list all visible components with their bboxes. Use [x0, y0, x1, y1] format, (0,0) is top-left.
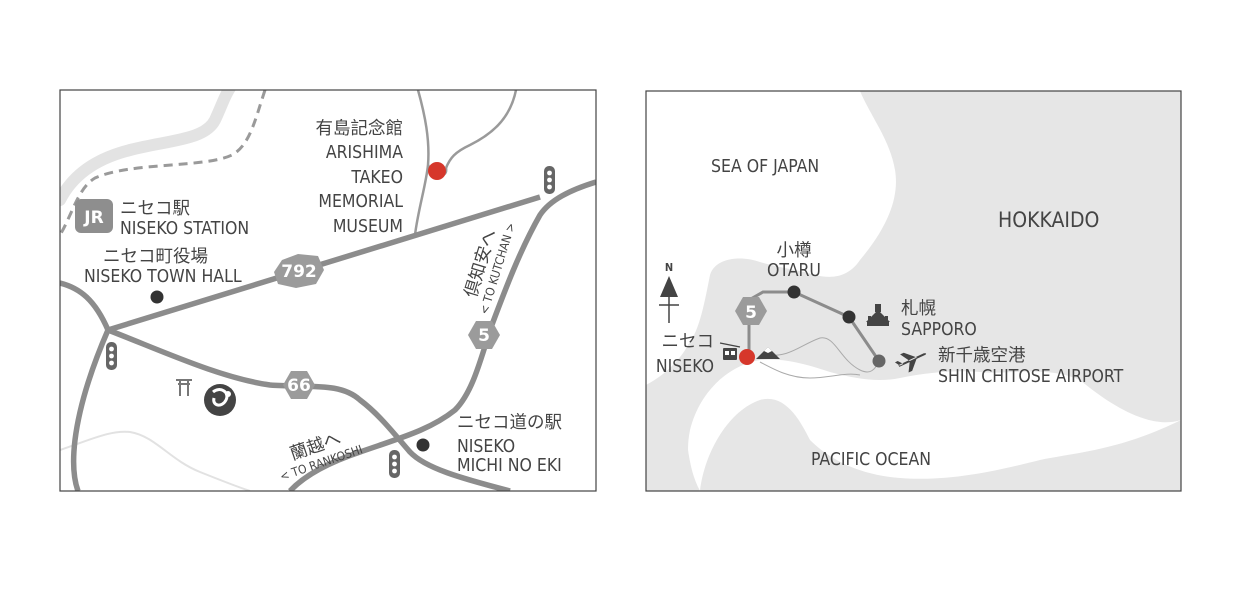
main-road: [60, 280, 111, 491]
svg-text:5: 5: [478, 326, 490, 346]
arishima-en-line: MEMORIAL: [318, 192, 403, 212]
airport-en-label: SHIN CHITOSE AIRPORT: [938, 367, 1124, 387]
regional-map-frame: [645, 90, 1182, 492]
mountain-icon: [756, 347, 780, 359]
sapporo-en-label: SAPPORO: [901, 320, 977, 340]
michinoeki-en-line: MICHI NO EKI: [457, 456, 562, 476]
airport-dot[interactable]: [872, 354, 886, 368]
minor-road: [444, 90, 518, 169]
rail-line: [60, 90, 267, 236]
ropeway-icon: [719, 342, 741, 360]
sea-of-japan-label: SEA OF JAPAN: [711, 157, 819, 177]
arishima-ja-label: 有島記念館: [316, 118, 404, 139]
station-en-label: NISEKO STATION: [120, 219, 249, 239]
shrine-gate-icon: [176, 379, 192, 396]
route-shield-5: 5: [468, 321, 500, 349]
station-ja-label: ニセコ駅: [120, 199, 190, 219]
museum-location-icon[interactable]: [428, 162, 446, 180]
pacific-ocean-label: PACIFIC OCEAN: [811, 450, 931, 470]
temple-swirl-icon: [204, 384, 236, 416]
regional-map[interactable]: N 5: [646, 91, 1181, 491]
sea-bay: [646, 385, 700, 491]
minor-road: [60, 430, 251, 491]
townhall-ja-label: ニセコ町役場: [103, 247, 208, 267]
arishima-en-line: MUSEUM: [333, 217, 403, 237]
hokkaido-label: HOKKAIDO: [998, 208, 1099, 232]
sapporo-dot[interactable]: [842, 310, 856, 324]
jr-logo-icon: JR: [75, 199, 113, 233]
sapporo-ja-label: 札幌: [901, 299, 936, 319]
svg-text:5: 5: [745, 303, 757, 323]
michinoeki-dot: [416, 438, 430, 452]
river: [60, 90, 236, 206]
niseko-ja-label: ニセコ: [662, 332, 715, 352]
arishima-en-line: TAKEO: [350, 168, 403, 188]
traffic-light-icon: [544, 166, 555, 194]
svg-text:66: 66: [287, 376, 311, 396]
svg-text:792: 792: [281, 262, 317, 282]
svg-text:JR: JR: [83, 208, 103, 228]
route-shield-792: 792: [274, 254, 324, 288]
road-5: [287, 179, 596, 491]
arishima-en-line: ARISHIMA: [326, 143, 403, 163]
north-arrow-icon: N: [659, 261, 679, 323]
land-hokkaido: [646, 91, 1181, 491]
local-map-frame: [59, 89, 597, 492]
airplane-icon: [894, 352, 927, 373]
clock-tower-icon: [866, 304, 890, 326]
michinoeki-en-line: NISEKO: [457, 437, 515, 457]
traffic-light-icon: [389, 450, 400, 478]
niseko-location-icon[interactable]: [739, 349, 755, 365]
svg-text:N: N: [665, 261, 673, 274]
townhall-en-label: NISEKO TOWN HALL: [84, 267, 242, 287]
route-shield-5: 5: [735, 297, 767, 325]
route-shield-66: 66: [283, 371, 315, 399]
townhall-dot: [150, 290, 164, 304]
road-66: [107, 327, 511, 491]
boundary-line: [759, 337, 880, 379]
road-792: [107, 194, 541, 333]
land-south-coast: [700, 398, 1181, 491]
otaru-dot[interactable]: [787, 285, 801, 299]
otaru-ja-label: 小樽: [777, 241, 812, 261]
otaru-en-label: OTARU: [767, 261, 821, 281]
local-map[interactable]: 792 66 5 JR: [60, 88, 596, 491]
niseko-en-label: NISEKO: [656, 357, 714, 377]
michinoeki-ja-label: ニセコ道の駅: [457, 413, 562, 433]
airport-ja-label: 新千歳空港: [938, 346, 1026, 366]
traffic-light-icon: [106, 342, 117, 370]
